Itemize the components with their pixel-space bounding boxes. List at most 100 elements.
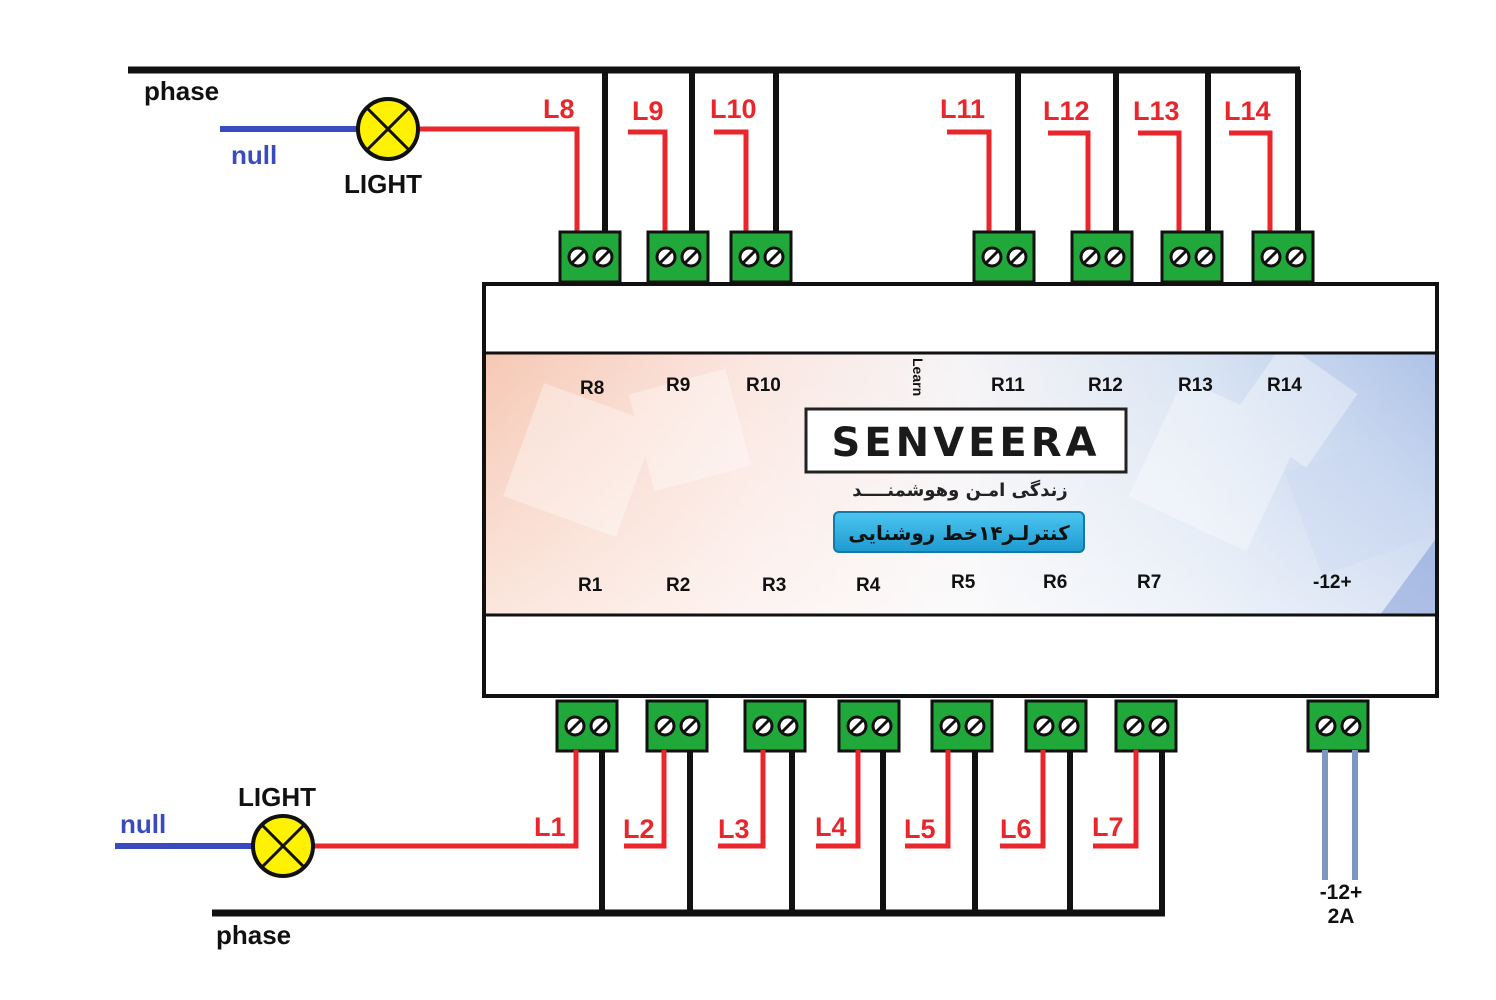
screw-icon	[1148, 715, 1170, 737]
brand-logo: SENVEERA	[804, 407, 1128, 474]
top-relay-labels: R8 R9 R10 R11 R12 R13 R14	[580, 375, 1302, 399]
bottom-line-labels: L1 L2 L3 L4 L5 L6 L7	[534, 812, 1124, 844]
bottom-phase-bus	[212, 750, 1165, 917]
line-label-l3: L3	[718, 814, 750, 844]
screw-icon	[589, 715, 611, 737]
terminal-block-l10	[729, 230, 793, 284]
screw-icon	[871, 715, 893, 737]
terminal-block-l1	[555, 699, 619, 753]
top-phase-bus	[128, 66, 1301, 235]
phase-label-top: phase	[144, 76, 219, 106]
screw-icon	[1194, 246, 1216, 268]
relay-label-r14: R14	[1267, 375, 1302, 396]
screw-icon	[846, 715, 868, 737]
top-line-labels: L8 L9 L10 L11 L12 L13 L14	[543, 94, 1271, 126]
screw-icon	[1123, 715, 1145, 737]
power-spec-voltage: -12+	[1320, 881, 1363, 904]
line-label-l13: L13	[1133, 96, 1180, 126]
screw-icon	[1079, 246, 1101, 268]
line-label-l12: L12	[1043, 96, 1090, 126]
bottom-terminal-row	[555, 699, 1370, 753]
screw-icon	[1340, 715, 1362, 737]
screw-icon	[939, 715, 961, 737]
line-label-l2: L2	[623, 814, 655, 844]
screw-icon	[1315, 715, 1337, 737]
bottom-light-bulb-icon	[251, 814, 315, 878]
screw-icon	[592, 246, 614, 268]
terminal-block-l3	[743, 699, 807, 753]
screw-icon	[981, 246, 1003, 268]
terminal-block-l14	[1251, 230, 1315, 284]
relay-label-r6: R6	[1043, 572, 1067, 593]
screw-icon	[1033, 715, 1055, 737]
null-label-top: null	[231, 140, 277, 170]
screw-icon	[1058, 715, 1080, 737]
relay-label-r5: R5	[951, 572, 976, 593]
screw-icon	[752, 715, 774, 737]
terminal-block-l13	[1160, 230, 1224, 284]
terminal-block-power	[1306, 699, 1370, 753]
line-label-l4: L4	[815, 812, 847, 842]
screw-icon	[679, 715, 701, 737]
relay-label-r3: R3	[762, 575, 786, 596]
screw-icon	[654, 715, 676, 737]
line-label-l1: L1	[534, 812, 566, 842]
screw-icon	[777, 715, 799, 737]
line-label-l7: L7	[1092, 812, 1124, 842]
controller-device	[482, 282, 1439, 698]
product-title: کنترلـر۱۴خط روشنایی	[848, 521, 1070, 545]
line-label-l5: L5	[904, 814, 936, 844]
screw-icon	[655, 246, 677, 268]
line-label-l10: L10	[710, 94, 757, 124]
terminal-block-l4	[837, 699, 901, 753]
relay-label-r12: R12	[1088, 375, 1123, 396]
screw-icon	[567, 246, 589, 268]
relay-label-r10: R10	[746, 375, 781, 396]
terminal-block-l6	[1024, 699, 1088, 753]
relay-label-r11: R11	[991, 375, 1025, 396]
power-spec-current: 2A	[1328, 905, 1355, 928]
relay-label-r2: R2	[666, 575, 690, 596]
line-label-l9: L9	[632, 96, 664, 126]
relay-label-r13: R13	[1178, 375, 1213, 396]
light-label-bottom: LIGHT	[238, 782, 316, 812]
screw-icon	[1006, 246, 1028, 268]
panel-pattern	[503, 342, 1435, 615]
product-badge: کنترلـر۱۴خط روشنایی	[833, 511, 1085, 553]
terminal-block-l5	[930, 699, 994, 753]
screw-icon	[564, 715, 586, 737]
relay-label-r9: R9	[666, 375, 690, 396]
screw-icon	[1104, 246, 1126, 268]
line-label-l11: L11	[940, 94, 985, 124]
terminal-block-l2	[645, 699, 709, 753]
power-supply-wires	[1322, 750, 1358, 880]
screw-icon	[1169, 246, 1191, 268]
relay-label-r4: R4	[856, 575, 881, 596]
line-label-l6: L6	[1000, 814, 1032, 844]
relay-label-r7: R7	[1137, 572, 1161, 593]
screw-icon	[964, 715, 986, 737]
top-terminal-row	[558, 230, 1315, 284]
learn-button-label: Learn	[910, 358, 926, 396]
screw-icon	[680, 246, 702, 268]
bottom-relay-labels: R1 R2 R3 R4 R5 R6 R7	[578, 572, 1161, 596]
line-label-l14: L14	[1224, 96, 1271, 126]
terminal-block-l7	[1114, 699, 1178, 753]
top-load-wires	[418, 126, 1273, 235]
screw-icon	[1285, 246, 1307, 268]
terminal-block-l8	[558, 230, 622, 284]
terminal-block-l11	[972, 230, 1036, 284]
brand-name: SENVEERA	[832, 420, 1101, 466]
screw-icon	[763, 246, 785, 268]
phase-label-bottom: phase	[216, 920, 291, 950]
light-label-top: LIGHT	[344, 169, 422, 199]
power-terminal-label: -12+	[1313, 572, 1352, 593]
relay-label-r8: R8	[580, 378, 604, 399]
null-label-bottom: null	[120, 809, 166, 839]
relay-label-r1: R1	[578, 575, 603, 596]
bottom-load-wires	[314, 750, 1139, 849]
line-label-l8: L8	[543, 94, 575, 124]
screw-icon	[738, 246, 760, 268]
terminal-block-l12	[1070, 230, 1134, 284]
